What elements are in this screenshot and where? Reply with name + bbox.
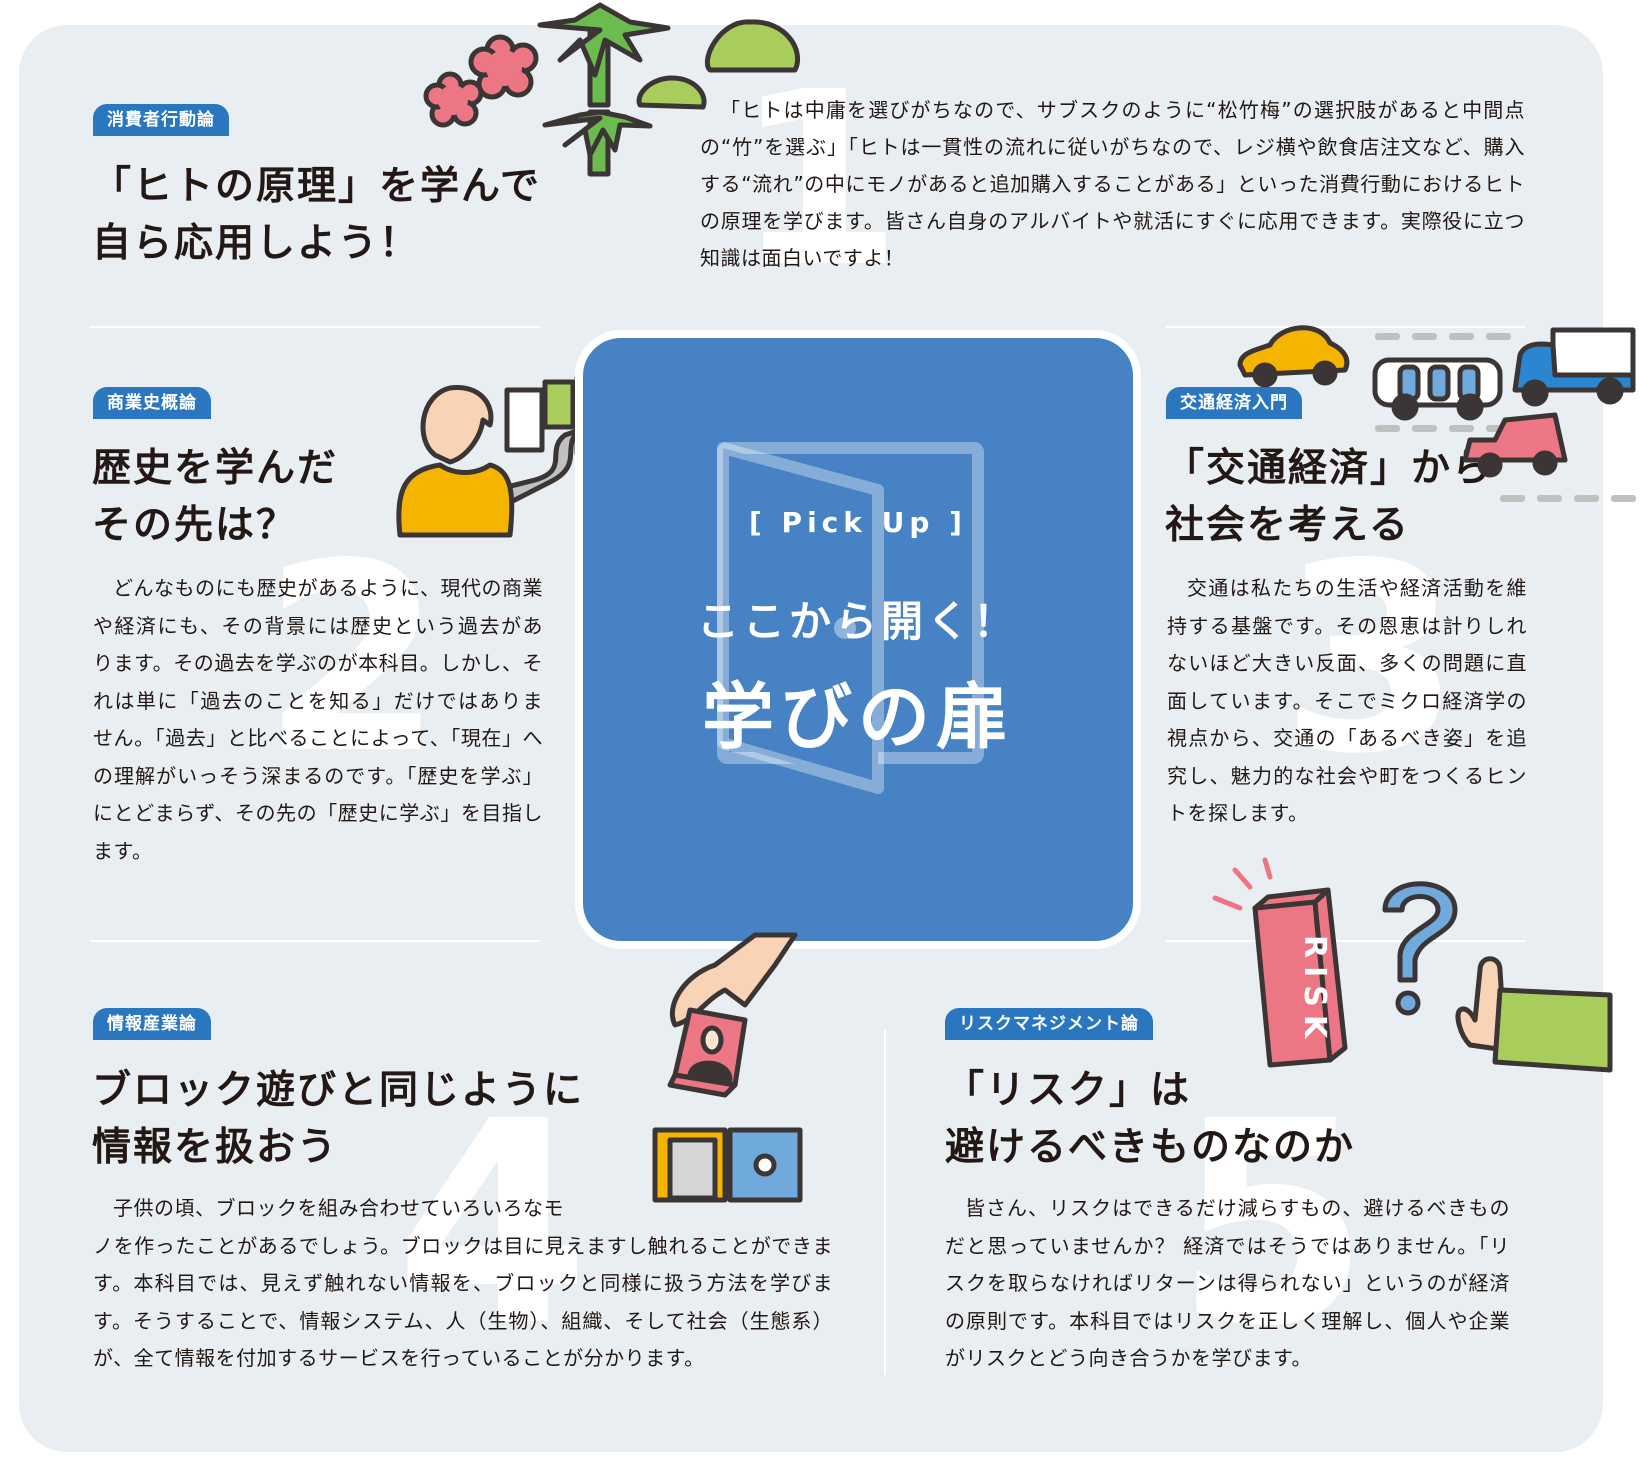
course-tag: リスクマネジメント論	[945, 1008, 1153, 1040]
section-number-3: 3	[1280, 509, 1461, 811]
hand-icon	[669, 932, 798, 1028]
person-head-icon	[420, 385, 494, 465]
bamboo-icon	[537, 2, 671, 177]
pink-car-icon	[1462, 412, 1568, 478]
section-heading: 「交通経済」から 社会を考える	[1165, 446, 1494, 548]
truck-icon	[1512, 327, 1636, 407]
risk-label: RISK	[1297, 935, 1332, 1046]
yellow-car-icon	[1237, 325, 1350, 388]
divider	[1165, 940, 1525, 942]
section-number-4: 4	[395, 1062, 590, 1388]
divider	[1165, 326, 1525, 328]
vertical-divider	[884, 1030, 886, 1375]
building-block-icon	[652, 1127, 728, 1203]
pickup-card: [ Pick Up ] ここから開く！ 学びの扉	[575, 330, 1141, 949]
shochikubai-illustration	[423, 2, 801, 177]
section-body: どんなものにも歴史があるように、現代の商業や経済にも、その背景には歴史という過去…	[93, 576, 543, 863]
section-body: 子供の頃、ブロックを組み合わせていろいろなモ ノを作ったことがあるでしょう。ブロ…	[93, 1196, 833, 1370]
pickup-label: [ Pick Up ]	[749, 506, 967, 539]
person-block-icon	[667, 1007, 748, 1098]
door-icon	[717, 442, 984, 794]
stop-hand-icon	[1455, 956, 1508, 1053]
section-body: 皆さん、リスクはできるだけ減らすもの、避けるべきものだと思っていませんか？ 経済…	[945, 1196, 1510, 1370]
hand-placing-blocks-illustration	[652, 932, 803, 1203]
building-icon	[504, 387, 545, 453]
pickup-subtitle: ここから開く！	[696, 597, 1019, 646]
plum-flower-icon	[423, 71, 484, 128]
course-tag: 消費者行動論	[93, 104, 229, 136]
person-shoulders-icon	[396, 462, 515, 538]
course-tag: 交通経済入門	[1166, 387, 1302, 419]
plum-flower-icon	[468, 34, 539, 100]
section-number-2: 2	[262, 509, 443, 811]
section-number-5: 5	[1175, 1062, 1370, 1388]
pine-icon	[636, 19, 801, 110]
bus-icon	[1372, 357, 1503, 421]
divider	[90, 326, 540, 328]
section-body: 交通は私たちの生活や経済活動を維持する基盤です。その恩恵は計りしれないほど大きい…	[1167, 576, 1527, 825]
course-tag: 情報産業論	[93, 1008, 211, 1040]
section-heading: 「ヒトの原理」を学んで 自ら応用しよう！	[92, 164, 542, 266]
traffic-vehicles-illustration	[1237, 325, 1636, 502]
section-heading: ブロック遊びと同じように 情報を扱おう	[92, 1068, 585, 1170]
network-block-icon	[727, 1127, 803, 1203]
section-body: 「ヒトは中庸を選びがちなので、サブスクのように“松竹梅”の選択肢があると中間点の…	[700, 98, 1525, 270]
question-mark-icon	[1382, 881, 1458, 983]
divider	[90, 940, 540, 942]
green-sleeve-icon	[1492, 987, 1613, 1073]
risk-block-icon	[1252, 887, 1348, 1068]
course-tag: 商業史概論	[93, 387, 211, 419]
risk-block-question-hand-illustration: RISK	[1212, 857, 1613, 1073]
pickup-title: 学びの扉	[701, 675, 1014, 759]
section-number-1: 1	[735, 40, 902, 320]
section-heading: 「リスク」は 避けるべきものなのか	[945, 1068, 1356, 1170]
section-heading: 歴史を学んだ その先は？	[92, 446, 339, 548]
